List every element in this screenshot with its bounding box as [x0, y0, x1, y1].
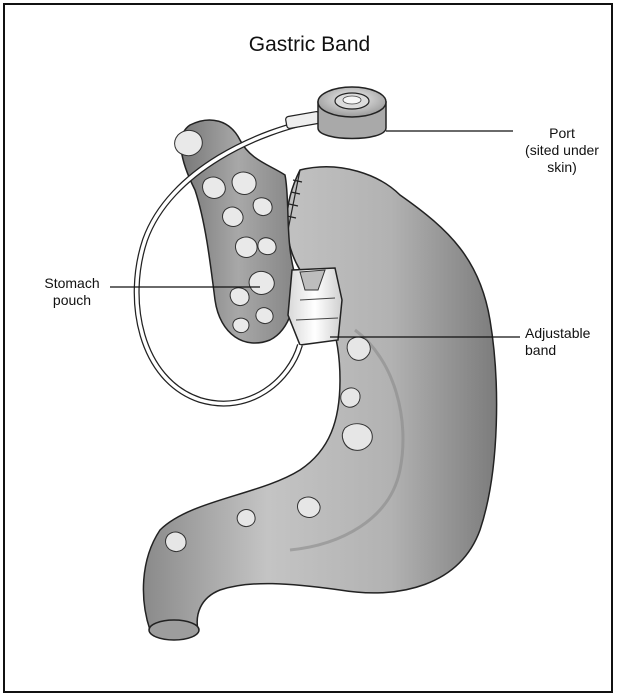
stomach-pouch [175, 120, 296, 343]
port [318, 87, 386, 139]
stomach [143, 167, 496, 640]
label-adjustable-band: Adjustable band [525, 325, 605, 359]
adjustable-band [288, 268, 342, 345]
label-port: Port (sited under skin) [517, 125, 607, 176]
label-stomach-pouch: Stomach pouch [37, 275, 107, 309]
